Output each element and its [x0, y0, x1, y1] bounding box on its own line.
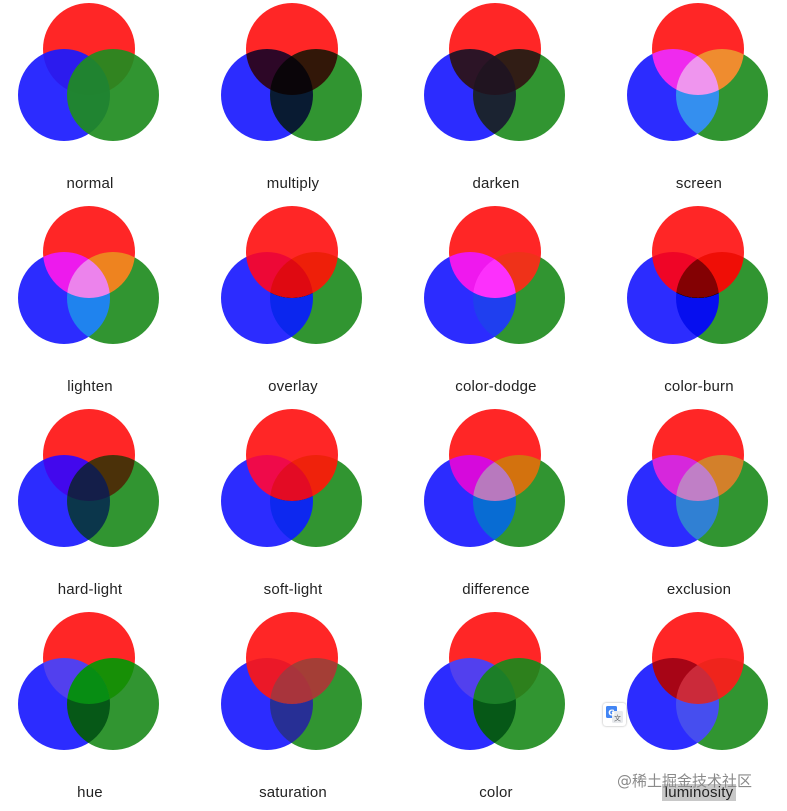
venn-diagram	[408, 206, 611, 371]
blend-example-saturation: saturation	[205, 612, 408, 811]
green-circle	[270, 658, 362, 750]
blend-mode-label-text: hard-light	[57, 581, 123, 598]
blend-mode-label: hue	[2, 784, 178, 801]
blend-example-darken: darken	[408, 3, 611, 206]
blend-example-color-burn: color-burn	[611, 206, 787, 409]
blend-mode-label: overlay	[205, 378, 381, 395]
venn-diagram	[2, 612, 205, 777]
blend-mode-label-text: color-dodge	[455, 378, 537, 395]
blend-example-overlay: overlay	[205, 206, 408, 409]
venn-diagram	[408, 409, 611, 574]
green-circle	[676, 658, 768, 750]
green-circle	[473, 252, 565, 344]
blend-mode-label: saturation	[205, 784, 381, 801]
blend-example-exclusion: exclusion	[611, 409, 787, 612]
venn-diagram	[611, 409, 787, 574]
blend-mode-label-text: color-burn	[664, 378, 734, 395]
blend-mode-label: difference	[408, 581, 584, 598]
blend-mode-label: multiply	[205, 175, 381, 192]
blend-mode-label-text: luminosity	[661, 784, 737, 801]
blend-mode-label-text: lighten	[67, 378, 113, 395]
green-circle	[676, 49, 768, 141]
blend-mode-label: darken	[408, 175, 584, 192]
green-circle	[67, 455, 159, 547]
green-circle	[270, 252, 362, 344]
blend-example-normal: normal	[2, 3, 205, 206]
venn-diagram	[205, 3, 408, 168]
venn-diagram	[611, 206, 787, 371]
blend-mode-label-text: soft-light	[263, 581, 323, 598]
green-circle	[270, 455, 362, 547]
blend-example-hue: hue	[2, 612, 205, 811]
blend-mode-label-text: multiply	[266, 175, 320, 192]
blend-mode-label: color-burn	[611, 378, 787, 395]
blend-example-color: color	[408, 612, 611, 811]
svg-text:G: G	[608, 709, 615, 718]
blend-example-difference: difference	[408, 409, 611, 612]
green-circle	[473, 49, 565, 141]
blend-example-soft-light: soft-light	[205, 409, 408, 612]
blend-mode-label-text: overlay	[268, 378, 318, 395]
venn-diagram	[205, 612, 408, 777]
blend-example-color-dodge: color-dodge	[408, 206, 611, 409]
blend-mode-label-text: hue	[77, 784, 103, 801]
venn-diagram	[408, 612, 611, 777]
blend-mode-label: soft-light	[205, 581, 381, 598]
blend-mode-label-text: darken	[472, 175, 520, 192]
venn-diagram	[205, 206, 408, 371]
blend-example-screen: screen	[611, 3, 787, 206]
blend-mode-label: color-dodge	[408, 378, 584, 395]
green-circle	[676, 455, 768, 547]
blend-mode-label-text: screen	[675, 175, 723, 192]
blend-mode-label: hard-light	[2, 581, 178, 598]
venn-diagram	[611, 3, 787, 168]
translate-icon[interactable]: G 文	[603, 703, 626, 726]
green-circle	[270, 49, 362, 141]
green-circle	[67, 252, 159, 344]
green-circle	[67, 658, 159, 750]
green-circle	[67, 49, 159, 141]
blend-mode-label: lighten	[2, 378, 178, 395]
blend-mode-label: color	[408, 784, 584, 801]
blend-mode-label-text: exclusion	[666, 581, 732, 598]
watermark-text: @稀土掘金技术社区	[617, 772, 753, 790]
green-circle	[473, 455, 565, 547]
blend-example-lighten: lighten	[2, 206, 205, 409]
venn-diagram	[408, 3, 611, 168]
venn-diagram	[611, 612, 787, 777]
venn-diagram	[2, 206, 205, 371]
venn-diagram	[2, 409, 205, 574]
green-circle	[473, 658, 565, 750]
blend-mode-label: normal	[2, 175, 178, 192]
blend-mode-label: luminosity	[611, 784, 787, 801]
blend-mode-label-text: difference	[462, 581, 530, 598]
blend-mode-label-text: normal	[66, 175, 114, 192]
blend-mode-label: screen	[611, 175, 787, 192]
venn-diagram	[2, 3, 205, 168]
blend-example-luminosity: luminosity	[611, 612, 787, 811]
blend-example-multiply: multiply	[205, 3, 408, 206]
svg-text:文: 文	[614, 714, 621, 723]
blend-mode-label-text: saturation	[259, 784, 327, 801]
venn-diagram	[205, 409, 408, 574]
blend-mode-label: exclusion	[611, 581, 787, 598]
blend-example-hard-light: hard-light	[2, 409, 205, 612]
green-circle	[676, 252, 768, 344]
blend-mode-label-text: color	[479, 784, 513, 801]
